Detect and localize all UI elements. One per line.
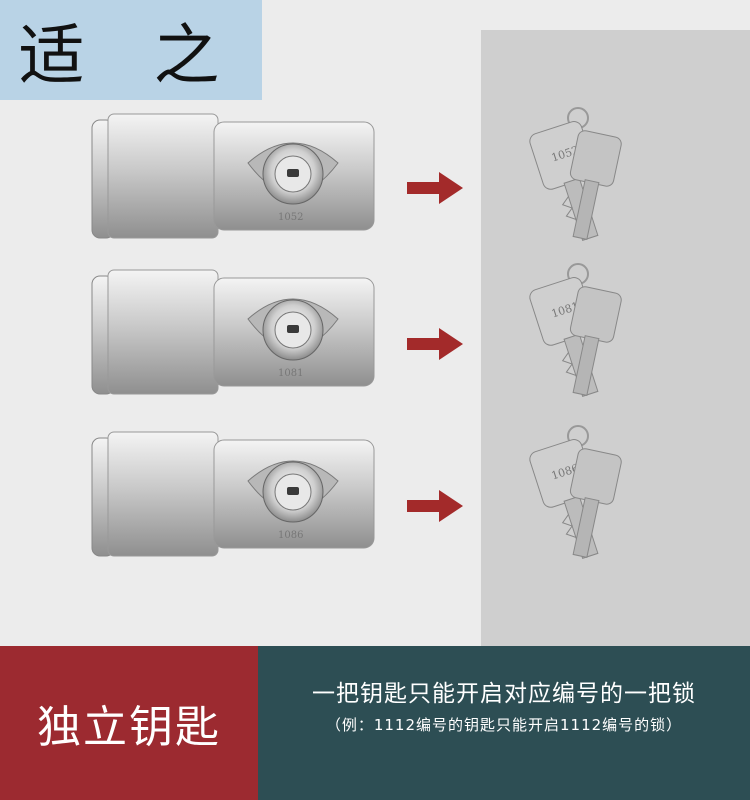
arrow-right-icon [407, 172, 463, 204]
feature-banner: 独立钥匙 一把钥匙只能开启对应编号的一把锁 （例：1112编号的钥匙只能开启11… [0, 646, 750, 800]
hasp-lock-image: 1086 [91, 431, 375, 557]
hasp-lock-image: 1081 [91, 269, 375, 395]
banner-title: 独立钥匙 [37, 702, 221, 753]
lock-row-3: 1086 1086 [0, 425, 750, 576]
banner-example-note: （例：1112编号的钥匙只能开启1112编号的锁） [325, 716, 683, 734]
arrow-right-icon [407, 490, 463, 522]
lock-number-text: 1086 [278, 530, 303, 541]
lock-row-1: 1052 1052 [0, 107, 750, 258]
banner-title-panel: 独立钥匙 [0, 646, 258, 800]
lock-number-text: 1052 [278, 212, 303, 223]
key-pair-image: 1081 [529, 263, 622, 397]
key-pair-image: 1052 [529, 107, 622, 241]
brand-logo: 适 之 [0, 0, 262, 100]
banner-description-panel: 一把钥匙只能开启对应编号的一把锁 （例：1112编号的钥匙只能开启1112编号的… [258, 646, 750, 800]
lock-row-2: 1081 1081 [0, 263, 750, 414]
banner-description: 一把钥匙只能开启对应编号的一把锁 [312, 681, 696, 707]
keys-panel [481, 30, 750, 646]
lock-number-text: 1081 [278, 368, 303, 379]
key-pair-image: 1086 [529, 425, 622, 559]
hasp-lock-image: 1052 [91, 113, 375, 239]
arrow-right-icon [407, 328, 463, 360]
